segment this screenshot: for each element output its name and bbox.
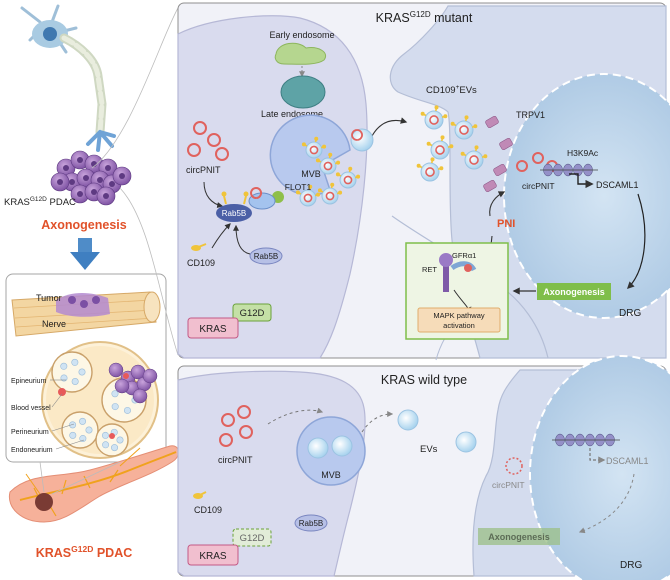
bottom-panel-title: KRAS wild type <box>381 373 467 387</box>
pni-label: PNI <box>497 218 515 230</box>
down-arrow-icon <box>70 238 100 270</box>
pancreas-illustration <box>8 445 179 523</box>
blood-vessel-label: Blood vessel <box>11 405 51 412</box>
fascicle-icon <box>51 351 93 393</box>
circpnit-ring-icon <box>237 405 251 419</box>
mapk-label-1: MAPK pathway <box>433 311 485 320</box>
bottom-pdac-label: KRASG12D PDAC <box>36 544 133 560</box>
circpnit-bottom-label: circPNIT <box>218 455 253 465</box>
circpnit-ring-icon <box>532 152 544 164</box>
h3k9ac-label: H3K9Ac <box>567 148 599 158</box>
axonogenesis-bottom-label: Axonogenesis <box>488 532 550 542</box>
trpv1-label: TRPV1 <box>516 110 545 120</box>
cd109-icon <box>191 243 207 251</box>
neuron-illustration <box>20 4 116 152</box>
circpnit-ring-icon <box>215 147 229 161</box>
ev-icon <box>450 115 478 140</box>
axonogenesis-label-left: Axonogenesis <box>41 218 126 232</box>
mvb-bottom-label: MVB <box>321 470 341 480</box>
dscaml1-label: DSCAML1 <box>596 180 639 190</box>
circpnit-ring-icon <box>219 433 233 447</box>
epineurium-label: Epineurium <box>11 378 47 385</box>
kras-label: KRAS <box>199 324 227 335</box>
trpv1-receptor-icon <box>493 163 507 177</box>
drg-bottom-label: DRG <box>620 560 642 571</box>
circpnit-ring-icon <box>221 413 235 427</box>
ev-icon <box>317 182 343 205</box>
trpv1-receptor-icon <box>483 179 497 193</box>
cd109-bottom-label: CD109 <box>194 505 222 515</box>
drg-label: DRG <box>619 308 641 319</box>
evs-bottom-label: EVs <box>420 444 438 455</box>
circpnit-ring-icon <box>207 133 221 147</box>
fascicle-icon <box>95 423 129 457</box>
inset-tumor-label: Tumor <box>36 293 62 303</box>
circpnit-ring-icon <box>239 425 253 439</box>
ev-icon <box>460 145 488 170</box>
gfra1-label: GFRα1 <box>452 251 476 260</box>
rab5b-label: Rab5B <box>222 209 246 218</box>
ev-icon <box>416 157 444 182</box>
circpnit-ring-icon <box>187 143 201 157</box>
nerve-inset: Tumor Nerve Epineurium Blood vessel Peri… <box>5 273 167 463</box>
trpv1-receptor-icon <box>485 115 499 129</box>
ev-icon <box>420 105 448 130</box>
dscaml1-bottom-label: DSCAML1 <box>606 456 649 466</box>
flot1-label: FLOT1 <box>285 182 312 192</box>
cd109-bottom-icon <box>193 491 207 499</box>
tumor-cluster <box>50 150 132 206</box>
ret-label: RET <box>422 265 437 274</box>
mvb-label: MVB <box>301 169 321 179</box>
ev-icon <box>301 136 327 159</box>
circpnit-ring-icon <box>193 121 207 135</box>
rab5b-free-label: Rab5B <box>254 252 278 261</box>
endoneurium-label: Endoneurium <box>11 447 53 454</box>
rab5b-bottom-label: Rab5B <box>299 519 323 528</box>
inset-nerve-label: Nerve <box>42 319 66 329</box>
late-endosome-label: Late endosome <box>261 109 323 119</box>
fascicle-icon <box>61 411 99 449</box>
top-panel-title: KRASG12D mutant <box>376 10 473 25</box>
tumor-label: KRASG12D PDAC <box>4 196 76 208</box>
left-column: KRASG12D PDAC Axonogenesis Tumor Nerve <box>4 4 179 560</box>
ev-icon <box>295 184 321 207</box>
g12d-label: G12D <box>240 308 265 319</box>
circpnit-nucleus-label: circPNIT <box>522 181 555 191</box>
perineurium-label: Perineurium <box>11 429 49 436</box>
ev-icon <box>426 135 454 160</box>
evs-label: CD109+EVs <box>426 84 477 96</box>
mapk-label-2: activation <box>443 321 475 330</box>
ev-icon <box>315 152 341 175</box>
circpnit-faded-label: circPNIT <box>492 480 525 490</box>
circpnit-ring-icon <box>516 160 528 172</box>
top-panel: KRASG12D mutant Early endosome Late endo… <box>177 2 670 361</box>
axonogenesis-top-label: Axonogenesis <box>543 287 605 297</box>
early-endosome-label: Early endosome <box>269 30 334 40</box>
g12d-bottom-label: G12D <box>240 533 265 544</box>
trpv1-receptor-icon <box>499 137 513 151</box>
kras-bottom-label: KRAS <box>199 551 227 562</box>
circpnit-label: circPNIT <box>186 165 221 175</box>
bottom-panel: KRAS wild type circPNIT MVB EVs CD109 Ra… <box>177 355 670 580</box>
ev-icon <box>335 166 361 189</box>
cd109-label: CD109 <box>187 258 215 268</box>
